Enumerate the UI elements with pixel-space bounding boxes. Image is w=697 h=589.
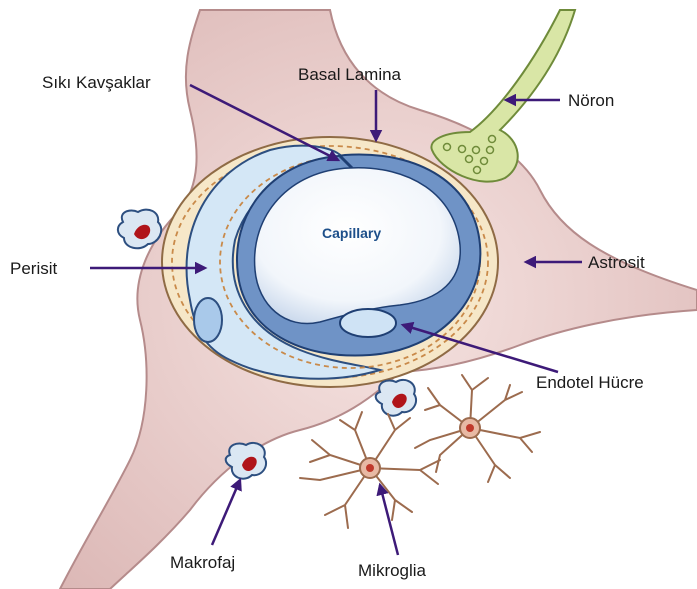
- microglia-label: Mikroglia: [358, 561, 427, 580]
- tight-junctions-label: Sıkı Kavşaklar: [42, 73, 151, 92]
- endothelial-nucleus: [340, 309, 396, 337]
- endothelial-cell-label: Endotel Hücre: [536, 373, 644, 392]
- neuron-label: Nöron: [568, 91, 614, 110]
- neuron-axon: [431, 10, 575, 182]
- basal-lamina-label: Basal Lamina: [298, 65, 402, 84]
- macrophage-1: [118, 210, 161, 249]
- astrocyte-label: Astrosit: [588, 253, 645, 272]
- microglia-1-nucleus: [366, 464, 374, 472]
- macrophage-arrow: [212, 480, 240, 545]
- macrophage-3: [226, 443, 266, 479]
- microglia-2-nucleus: [466, 424, 474, 432]
- pericyte-label: Perisit: [10, 259, 58, 278]
- microglia-arrow: [380, 485, 398, 555]
- macrophage-2: [376, 380, 416, 416]
- capillary-label: Capillary: [322, 225, 381, 241]
- macrophage-label: Makrofaj: [170, 553, 235, 572]
- pericyte-nucleus: [194, 298, 222, 342]
